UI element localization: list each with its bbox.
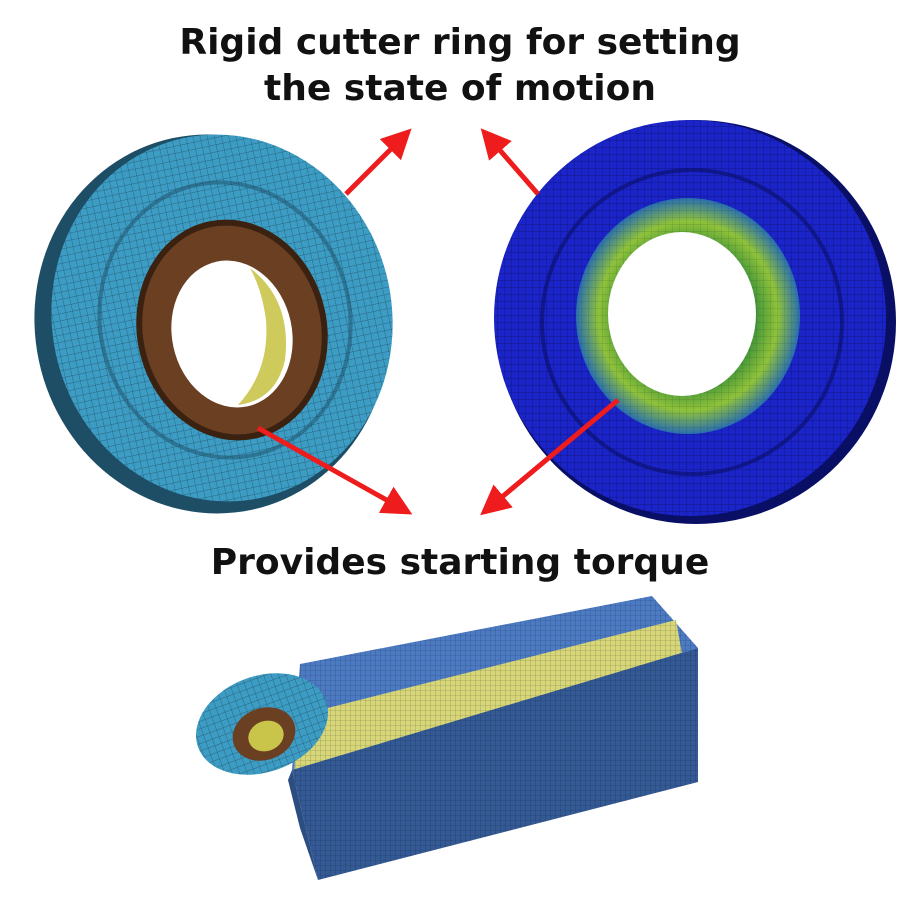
- left-cutter-model: [34, 134, 393, 514]
- left-bore-inner-wall: [238, 268, 286, 405]
- torque-caption: Provides starting torque: [210, 542, 710, 583]
- small-bore: [248, 720, 284, 752]
- right-disc-groove: [540, 168, 844, 476]
- arrow-left-ring-up: [344, 128, 412, 196]
- rigid-ring-caption: Rigid cutter ring for setting the state …: [0, 20, 920, 112]
- arrow-right-ring-up: [480, 128, 540, 196]
- arrow-left-hub-down: [256, 425, 413, 515]
- left-hub-shadow: [136, 219, 328, 441]
- annotation-arrows: [256, 128, 620, 516]
- small-cutter-model: [196, 673, 328, 775]
- block-front-face-mesh: [292, 648, 698, 880]
- rock-block-model: [288, 596, 698, 880]
- rigid-ring-caption-line2: the state of motion: [264, 68, 656, 109]
- arrow-right-hub-down: [480, 398, 620, 516]
- right-cutter-model: [494, 120, 896, 524]
- rigid-ring-caption-line1: Rigid cutter ring for setting: [179, 22, 741, 63]
- block-left-face: [288, 770, 318, 880]
- left-disc-groove: [97, 180, 353, 460]
- right-bore: [608, 232, 756, 396]
